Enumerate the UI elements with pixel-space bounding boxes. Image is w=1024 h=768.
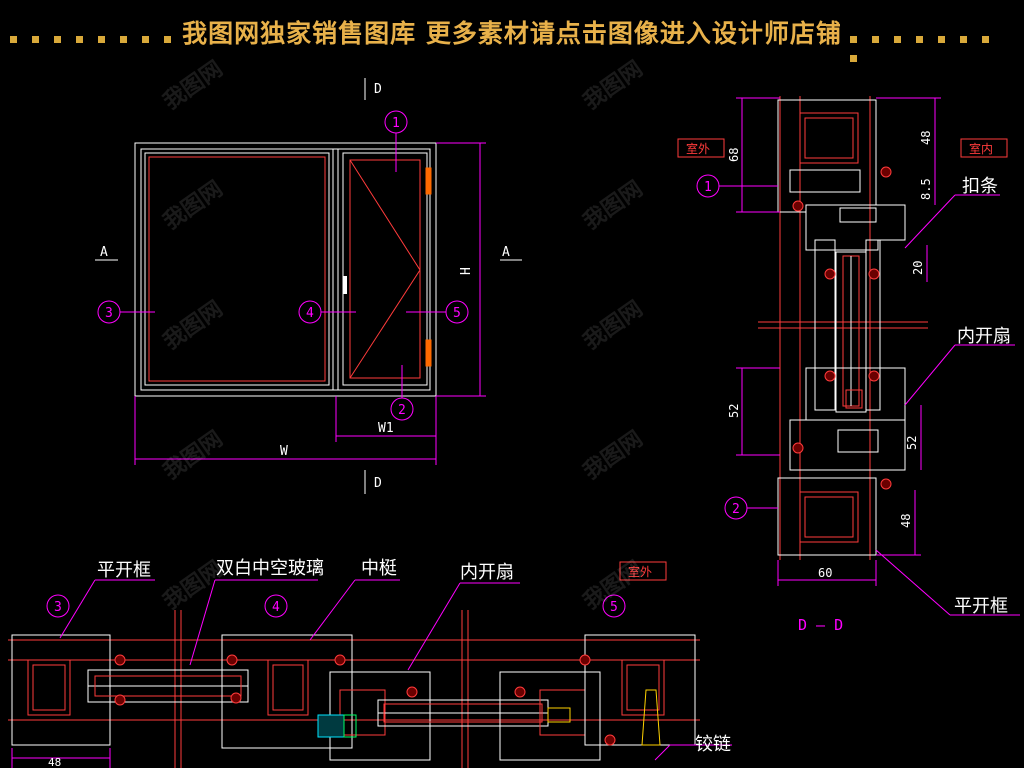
section-dd-title: D — D xyxy=(798,616,843,634)
label-ping-kai-kuang-right: 平开框 xyxy=(954,596,1008,617)
dim-dd-20: 20 xyxy=(911,261,925,275)
label-zhong-ting: 中梃 xyxy=(361,558,397,579)
label-outside-aa: 室外 xyxy=(628,564,652,579)
section-mark-top: D xyxy=(374,82,382,97)
dim-height: H xyxy=(459,267,474,275)
top-banner[interactable]: 我图网独家销售图库 更多素材请点击图像进入设计师店铺 xyxy=(0,0,1024,64)
watermark-5: 我图网 xyxy=(159,297,227,355)
watermark-3: 我图网 xyxy=(159,177,227,235)
section-mark-a-left: A xyxy=(100,245,108,260)
watermark-2: 我图网 xyxy=(579,57,647,115)
label-nei-kai-shan-bottom: 内开扇 xyxy=(460,562,514,583)
callout-aa-3: 3 xyxy=(54,600,62,615)
callout-aa-5: 5 xyxy=(610,600,618,615)
callout-dd-1: 1 xyxy=(704,180,712,195)
watermark-4: 我图网 xyxy=(579,177,647,235)
label-nei-kai-shan-right: 内开扇 xyxy=(957,326,1011,347)
section-mark-bottom: D xyxy=(374,476,382,491)
dim-dd-60: 60 xyxy=(818,566,832,580)
window-elevation xyxy=(95,78,522,494)
callout-1: 1 xyxy=(392,116,400,131)
dim-dd-52-left: 52 xyxy=(727,404,741,418)
section-dd-labels: 室外 室内 1 2 48 8.5 20 52 48 68 52 60 D — D xyxy=(677,131,1008,634)
watermark-7: 我图网 xyxy=(159,427,227,485)
watermark-6: 我图网 xyxy=(579,297,647,355)
label-jiao-lian: 铰链 xyxy=(695,734,731,755)
label-inside-dd: 室内 xyxy=(969,141,993,156)
callout-5: 5 xyxy=(453,306,461,321)
watermarks: 我图网 我图网 我图网 我图网 我图网 我图网 我图网 我图网 我图网 我图网 xyxy=(159,57,647,615)
banner-title[interactable]: 我图网独家销售图库 更多素材请点击图像进入设计师店铺 xyxy=(182,19,842,48)
callout-aa-4: 4 xyxy=(272,600,280,615)
section-aa-labels: 室外 3 4 5 48 xyxy=(48,561,667,768)
banner-dots-right xyxy=(850,28,1024,62)
section-mark-a-right: A xyxy=(502,245,510,260)
dim-sash-width: W1 xyxy=(378,421,394,436)
label-shuang-bai: 双白中空玻璃 xyxy=(216,558,324,579)
label-outside-dd: 室外 xyxy=(686,141,710,156)
section-dd xyxy=(696,96,1020,616)
callout-3: 3 xyxy=(105,306,113,321)
section-aa xyxy=(8,579,732,768)
callout-4: 4 xyxy=(306,306,314,321)
elevation-labels: D D A A H W W1 1 2 3 4 5 xyxy=(100,82,510,491)
label-kou-tiao: 扣条 xyxy=(962,176,998,197)
dim-dd-8-5: 8.5 xyxy=(919,178,933,200)
component-labels: 扣条 内开扇 平开框 平开框 双白中空玻璃 中梃 内开扇 铰链 xyxy=(97,176,1011,755)
dim-dd-52-right: 52 xyxy=(905,436,919,450)
dim-aa-48: 48 xyxy=(48,756,61,768)
label-ping-kai-kuang-bottom: 平开框 xyxy=(97,560,151,581)
callout-2: 2 xyxy=(398,403,406,418)
watermark-1: 我图网 xyxy=(159,57,227,115)
watermark-9: 我图网 xyxy=(159,557,227,615)
callout-dd-2: 2 xyxy=(732,502,740,517)
dim-dd-48-top: 48 xyxy=(919,131,933,145)
watermark-8: 我图网 xyxy=(579,427,647,485)
dim-dd-68: 68 xyxy=(727,148,741,162)
banner-dots-left xyxy=(10,28,186,43)
dim-dd-48-bottom: 48 xyxy=(899,514,913,528)
dim-width: W xyxy=(280,444,288,459)
